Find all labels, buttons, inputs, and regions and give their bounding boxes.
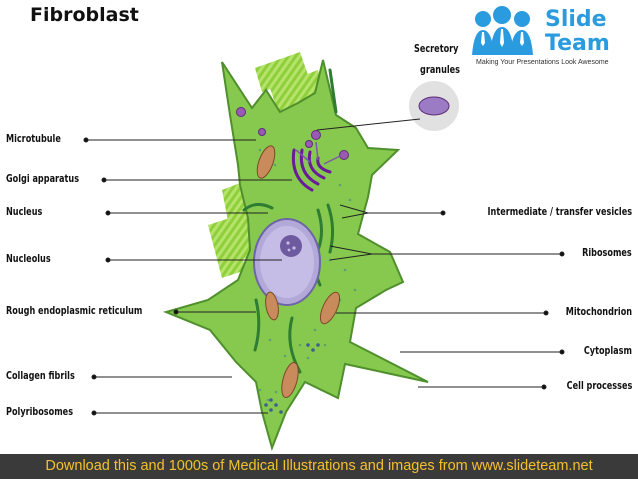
- label-mitochondrion: Mitochondrion: [565, 306, 632, 318]
- label-rough-er: Rough endoplasmic reticulum: [6, 305, 143, 317]
- mitochondria: [256, 145, 341, 398]
- logo-word-slide: Slide: [545, 7, 607, 32]
- label-ribosomes: Ribosomes: [582, 247, 632, 259]
- label-vesicles: Intermediate / transfer vesicles: [487, 206, 632, 218]
- label-cell-processes: Cell processes: [566, 380, 632, 392]
- logo-tagline: Making Your Presentations Look Awesome: [476, 59, 609, 66]
- vesicle-arrows: [295, 141, 341, 165]
- label-microtubule: Microtubule: [6, 133, 61, 145]
- nucleolus: [280, 235, 302, 257]
- footer-banner[interactable]: Download this and 1000s of Medical Illus…: [0, 454, 638, 479]
- label-cytoplasm: Cytoplasm: [583, 345, 632, 357]
- people-logo-icon: [472, 6, 533, 55]
- label-nucleus: Nucleus: [6, 206, 43, 218]
- left-leader-lines: [83, 137, 292, 416]
- right-leader-lines: [329, 204, 565, 390]
- secretory-granule-inset: [316, 81, 459, 131]
- label-nucleolus: Nucleolus: [6, 253, 51, 265]
- polyribosomes: [264, 343, 320, 414]
- secretory-vesicles: [236, 107, 349, 160]
- label-secretory-2: granules: [420, 64, 461, 76]
- logo-word-team: Team: [545, 31, 610, 56]
- label-polyribosomes: Polyribosomes: [6, 406, 74, 418]
- label-golgi: Golgi apparatus: [6, 173, 80, 185]
- label-secretory-1: Secretory: [414, 43, 459, 55]
- page-title: Fibroblast: [30, 4, 139, 26]
- label-collagen: Collagen fibrils: [6, 370, 75, 382]
- slideteam-logo: Slide Team Making Your Presentations Loo…: [470, 3, 635, 71]
